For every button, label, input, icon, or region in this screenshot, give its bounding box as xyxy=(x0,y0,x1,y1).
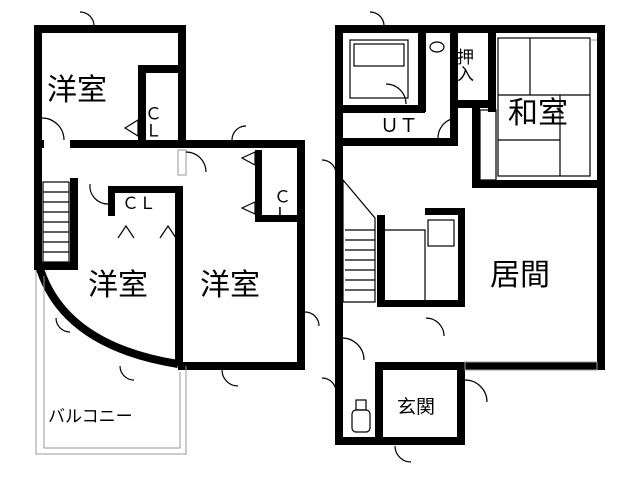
door-swing xyxy=(394,445,412,463)
balcony-label: バルコニー xyxy=(48,407,133,427)
closet-label-top: ＣＬ xyxy=(141,105,161,139)
door-swing xyxy=(41,117,65,141)
door-swing xyxy=(321,159,337,175)
door-swing xyxy=(425,317,445,337)
closet-label-right: ＣＬ xyxy=(270,188,290,222)
closet-label-middle: ＣＬ xyxy=(122,194,156,214)
door-swing xyxy=(79,11,95,27)
door-swing xyxy=(89,183,109,205)
door-swing xyxy=(321,377,337,393)
oshiire-label: 押入 xyxy=(453,48,474,82)
staircase-lower xyxy=(342,178,426,303)
door-swing xyxy=(221,369,239,387)
staircase-upper xyxy=(42,181,70,263)
door-swing xyxy=(185,151,207,173)
tatami xyxy=(479,37,591,181)
door-swing xyxy=(231,125,247,141)
door-swing xyxy=(55,317,71,333)
room-label-living: 居間 xyxy=(490,258,550,293)
room-label-japanese: 和室 xyxy=(508,96,568,131)
door-swing xyxy=(437,117,459,139)
door-swing xyxy=(304,311,320,327)
room-label-western-left: 洋室 xyxy=(88,268,148,303)
room-label-western-top: 洋室 xyxy=(47,73,107,108)
door-swing xyxy=(119,365,135,381)
upper-floor xyxy=(34,11,320,455)
door-swing xyxy=(385,83,407,105)
room-label-western-right: 洋室 xyxy=(200,268,260,303)
door-swing xyxy=(369,11,385,27)
balcony xyxy=(35,270,187,455)
utility-label: ＵＴ xyxy=(380,115,418,137)
door-swing xyxy=(341,337,365,361)
lower-floor xyxy=(321,11,605,463)
room-label-entrance: 玄関 xyxy=(397,396,435,418)
door-swing xyxy=(464,379,488,403)
